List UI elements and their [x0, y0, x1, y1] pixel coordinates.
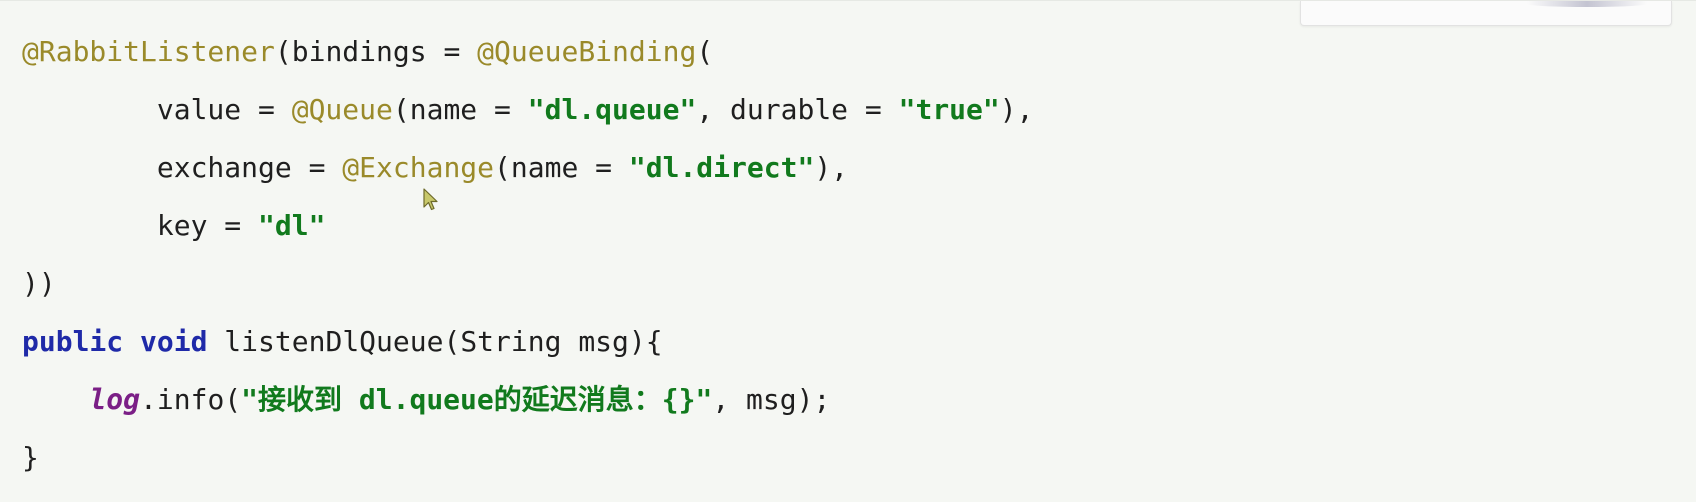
code-line-4: key = "dl"	[156, 209, 326, 242]
method-signature: listenDlQueue(String msg){	[207, 325, 663, 358]
string-literal: "dl.queue"	[527, 93, 697, 126]
string-literal: "true"	[898, 93, 1000, 126]
code-line-2: value = @Queue(name = "dl.queue", durabl…	[156, 93, 1034, 126]
annotation-rabbit-listener: @RabbitListener	[22, 35, 275, 68]
field-log: log	[89, 383, 141, 416]
annotation-queue: @Queue	[291, 93, 393, 126]
code-line-7: log.info("接收到 dl.queue的延迟消息：{}", msg);	[89, 383, 831, 416]
string-literal: "接收到 dl.queue的延迟消息：{}"	[241, 383, 713, 416]
keyword-public: public	[22, 325, 124, 358]
string-literal: "dl"	[258, 209, 326, 242]
code-line-5: ))	[22, 267, 56, 300]
code-line-8: }	[22, 441, 39, 474]
code-block[interactable]: @RabbitListener(bindings = @QueueBinding…	[22, 23, 1033, 487]
code-line-6: public void listenDlQueue(String msg){	[22, 313, 1033, 371]
mouse-pointer-icon	[423, 188, 438, 211]
keyword-void: void	[140, 325, 208, 358]
annotation-queue-binding: @QueueBinding	[477, 35, 697, 68]
overlay-window-edge	[1300, 1, 1672, 26]
annotation-exchange: @Exchange	[342, 151, 495, 184]
overlay-shadow	[1527, 1, 1647, 7]
string-literal: "dl.direct"	[628, 151, 815, 184]
code-line-1: @RabbitListener(bindings = @QueueBinding…	[22, 35, 714, 68]
code-line-3: exchange = @Exchange(name = "dl.direct")…	[156, 151, 849, 184]
